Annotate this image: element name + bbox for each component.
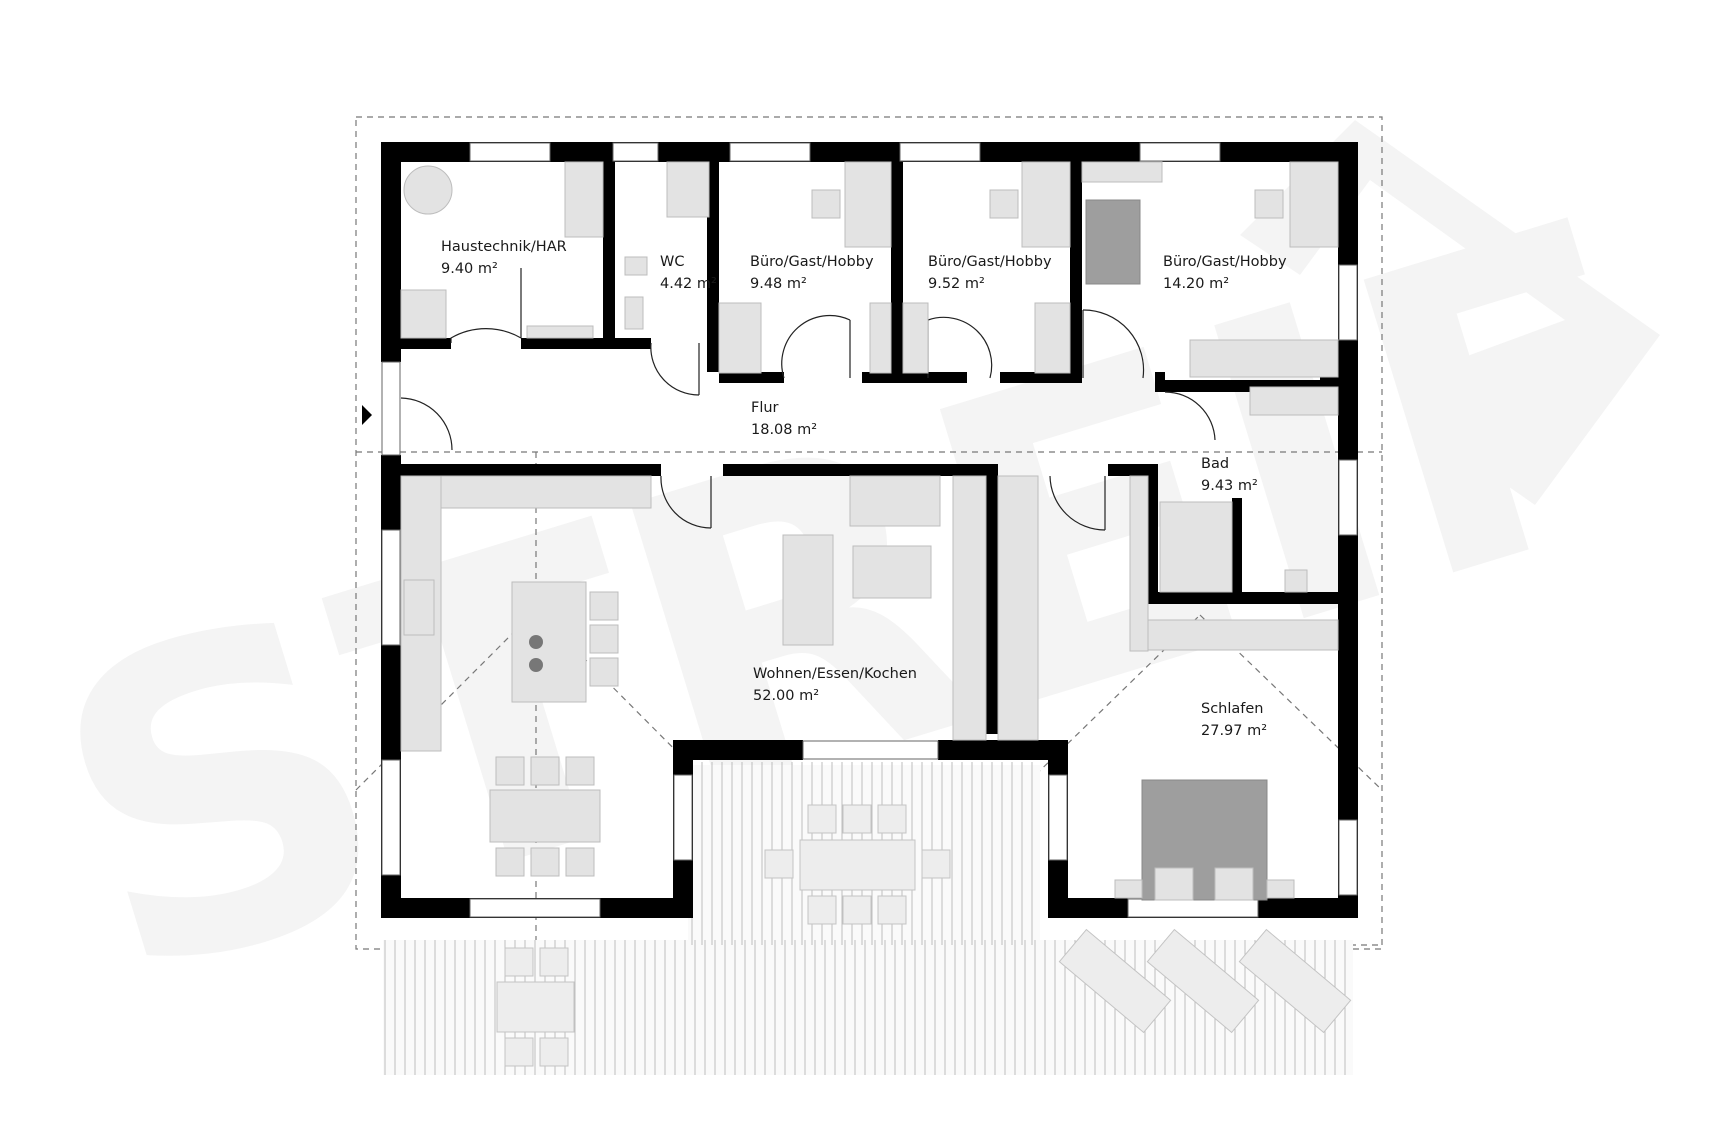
- room-name-flur: Flur: [751, 400, 779, 416]
- room-name-wohnen: Wohnen/Essen/Kochen: [753, 666, 917, 682]
- entrance-arrow-icon: [362, 405, 372, 425]
- windows: [381, 142, 1358, 918]
- dining-table: [489, 789, 601, 843]
- room-area-flur: 18.08 m²: [751, 422, 817, 438]
- toilet-icon: [1284, 569, 1308, 593]
- shower-icon: [666, 161, 710, 218]
- room-name-buero3: Büro/Gast/Hobby: [1163, 254, 1287, 270]
- room-area-wohnen: 52.00 m²: [753, 688, 819, 704]
- sun-lounger: [1146, 928, 1260, 1034]
- room-name-wc: WC: [660, 254, 684, 270]
- toilet-icon: [624, 296, 644, 330]
- boiler-icon: [403, 165, 453, 215]
- room-area-haustechnik: 9.40 m²: [441, 261, 498, 277]
- coffee-table: [852, 545, 932, 599]
- terrace-table: [799, 839, 916, 891]
- cooking-island: [511, 581, 587, 703]
- room-name-haustechnik: Haustechnik/HAR: [441, 239, 567, 255]
- sink-icon: [624, 256, 648, 276]
- sun-lounger: [1238, 928, 1352, 1034]
- room-area-buero2: 9.52 m²: [928, 276, 985, 292]
- bed-icon: [1085, 199, 1141, 285]
- room-labels: Haustechnik/HAR 9.40 m² WC 4.42 m² Büro/…: [441, 239, 1287, 739]
- room-name-bad: Bad: [1201, 456, 1229, 472]
- room-name-schlafen: Schlafen: [1201, 701, 1264, 717]
- furniture: [400, 161, 1352, 1067]
- room-area-buero1: 9.48 m²: [750, 276, 807, 292]
- room-name-buero1: Büro/Gast/Hobby: [750, 254, 874, 270]
- sun-lounger: [1058, 928, 1172, 1034]
- room-area-schlafen: 27.97 m²: [1201, 723, 1267, 739]
- sofa: [849, 475, 941, 527]
- double-sink-icon: [1249, 386, 1339, 416]
- shower-icon: [1159, 501, 1233, 593]
- kitchen-sink-icon: [403, 579, 435, 636]
- room-name-buero2: Büro/Gast/Hobby: [928, 254, 1052, 270]
- room-area-wc: 4.42 m²: [660, 276, 717, 292]
- room-area-buero3: 14.20 m²: [1163, 276, 1229, 292]
- room-area-bad: 9.43 m²: [1201, 478, 1258, 494]
- sofa: [782, 534, 834, 646]
